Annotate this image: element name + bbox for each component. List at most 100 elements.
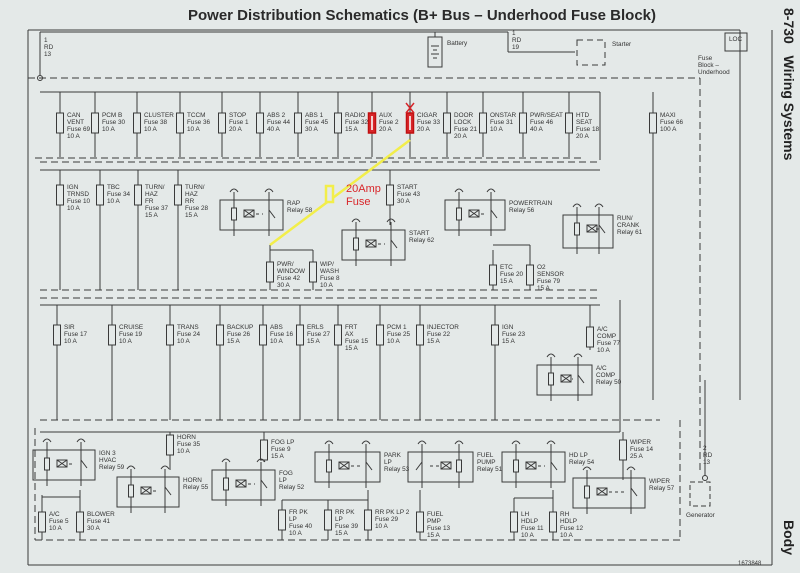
label-line: 15 A bbox=[502, 338, 515, 345]
fuse-icon bbox=[56, 112, 64, 134]
label-line: LH bbox=[521, 511, 530, 518]
added-wire bbox=[269, 139, 411, 246]
fuse-icon bbox=[134, 184, 142, 206]
label-line: WIP/ bbox=[320, 261, 334, 268]
fuse-icon bbox=[218, 112, 226, 134]
label-line: SEAT bbox=[576, 119, 593, 126]
connector-icon bbox=[511, 440, 521, 445]
label-line: Fuse 22 bbox=[427, 331, 451, 338]
label-line: 20 A bbox=[454, 133, 467, 140]
label-line: Fuse 11 bbox=[521, 525, 544, 532]
label-line: Fuse bbox=[698, 55, 713, 62]
label-line: RR PK LP 2 bbox=[375, 509, 410, 516]
label-line: Relay 59 bbox=[99, 464, 125, 471]
coil-icon bbox=[468, 209, 480, 218]
label-line: Fuse 16 bbox=[270, 331, 294, 338]
label-line: FOG bbox=[279, 470, 293, 477]
label-line: SENSOR bbox=[537, 271, 564, 278]
label-line: CLUSTER bbox=[144, 112, 174, 119]
label-line: Fuse 39 bbox=[335, 523, 359, 530]
coil-icon bbox=[56, 459, 68, 468]
connector-icon bbox=[486, 188, 496, 193]
label-line: RD bbox=[512, 37, 522, 44]
label-line: Fuse 23 bbox=[502, 331, 526, 338]
fuse-icon bbox=[479, 112, 487, 134]
label-line: 15 A bbox=[345, 126, 358, 133]
battery-icon bbox=[431, 45, 439, 59]
coil-icon bbox=[235, 479, 247, 488]
label-line: Relay 55 bbox=[183, 484, 209, 491]
label-line: WIPER bbox=[630, 439, 651, 446]
coil-icon bbox=[525, 461, 537, 470]
cut-mark-icon bbox=[405, 102, 415, 114]
resistor-icon bbox=[353, 237, 359, 251]
label-line: RADIO bbox=[345, 112, 366, 119]
label-line: 30 A bbox=[87, 525, 100, 532]
label-line: COMP bbox=[597, 333, 617, 340]
connector-icon bbox=[324, 440, 334, 445]
label-line: Underhood bbox=[698, 69, 730, 76]
fuse-icon bbox=[259, 324, 267, 346]
label-line: CRUISE bbox=[119, 324, 144, 331]
connector-icon bbox=[351, 218, 361, 223]
side-header: 8-730 Wiring Systems bbox=[781, 8, 797, 160]
label-line: Relay 62 bbox=[409, 237, 435, 244]
label-line: 13 bbox=[44, 51, 52, 58]
resistor-icon bbox=[128, 484, 134, 498]
label-line: START bbox=[409, 230, 430, 237]
label-line: Fuse 17 bbox=[64, 331, 88, 338]
label-line: Fuse 10 bbox=[67, 198, 91, 205]
label-line: FRT bbox=[345, 324, 358, 331]
label-line: 100 A bbox=[660, 126, 677, 133]
annotation-line: Fuse bbox=[346, 196, 371, 208]
label-line: PWR/SEAT bbox=[530, 112, 563, 119]
switch-icon bbox=[390, 239, 398, 249]
generator-label: Generator bbox=[686, 512, 715, 519]
label-line: TBC bbox=[107, 184, 120, 191]
switch-icon bbox=[577, 374, 585, 384]
label-line: TURN/ bbox=[145, 184, 165, 191]
coil-icon bbox=[440, 461, 452, 470]
label-line: Fuse 66 bbox=[660, 119, 684, 126]
label-line: Fuse 19 bbox=[119, 331, 143, 338]
relay-box bbox=[501, 451, 566, 483]
added-fuse-icon bbox=[324, 184, 335, 204]
resistor-icon bbox=[223, 477, 229, 491]
connector-icon bbox=[76, 438, 86, 443]
fuse-icon bbox=[334, 112, 342, 134]
label-line: 20 A bbox=[417, 126, 430, 133]
label-line: FR PK bbox=[289, 509, 308, 516]
label-line: Fuse 12 bbox=[560, 525, 584, 532]
connector-icon bbox=[626, 466, 636, 471]
label-line: Fuse 42 bbox=[277, 275, 301, 282]
label-line: AUX bbox=[379, 112, 393, 119]
label-line: Fuse 2 bbox=[379, 119, 399, 126]
switch-icon bbox=[365, 461, 373, 471]
label-line: 10 A bbox=[560, 532, 573, 539]
label-line: ETC bbox=[500, 264, 513, 271]
fuse-icon bbox=[649, 112, 657, 134]
label-line: Fuse 34 bbox=[107, 191, 131, 198]
connector-icon bbox=[546, 353, 556, 358]
switch-icon bbox=[415, 461, 423, 471]
label-line: 15 A bbox=[335, 530, 348, 537]
label-line: Fuse 15 bbox=[345, 338, 369, 345]
